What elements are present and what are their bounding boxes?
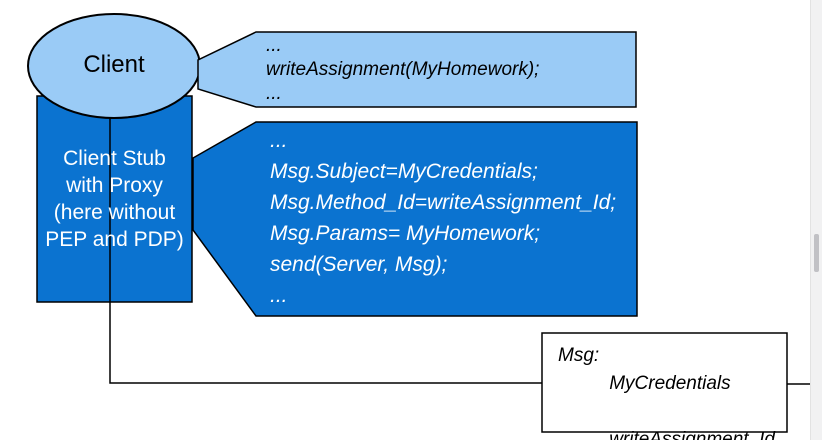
stub-code-callout-shape [192,121,638,317]
message-value: MyCredentials [609,373,731,394]
message-values: MyCredentials writeAssignment_Id MyHomew… [609,342,775,440]
message-flow-line [109,117,542,384]
stub-code-text: ... Msg.Subject=MyCredentials; Msg.Metho… [270,129,617,307]
client-code-callout-shape [197,31,637,108]
client-label: Client [83,51,145,78]
message-label: Msg: [558,345,600,366]
message-box-content: Msg: MyCredentials writeAssignment_Id My… [542,333,787,440]
client-code-text: ... writeAssignment(MyHomework); ... [266,35,540,104]
scrollbar-thumb[interactable] [814,234,819,272]
message-value: writeAssignment_Id [609,429,775,440]
client-stub-label: Client Stub with Proxy (here without PEP… [45,147,184,251]
client-stub-box [36,95,193,303]
message-box-shape [541,332,788,433]
scrollbar-track[interactable] [810,0,822,440]
